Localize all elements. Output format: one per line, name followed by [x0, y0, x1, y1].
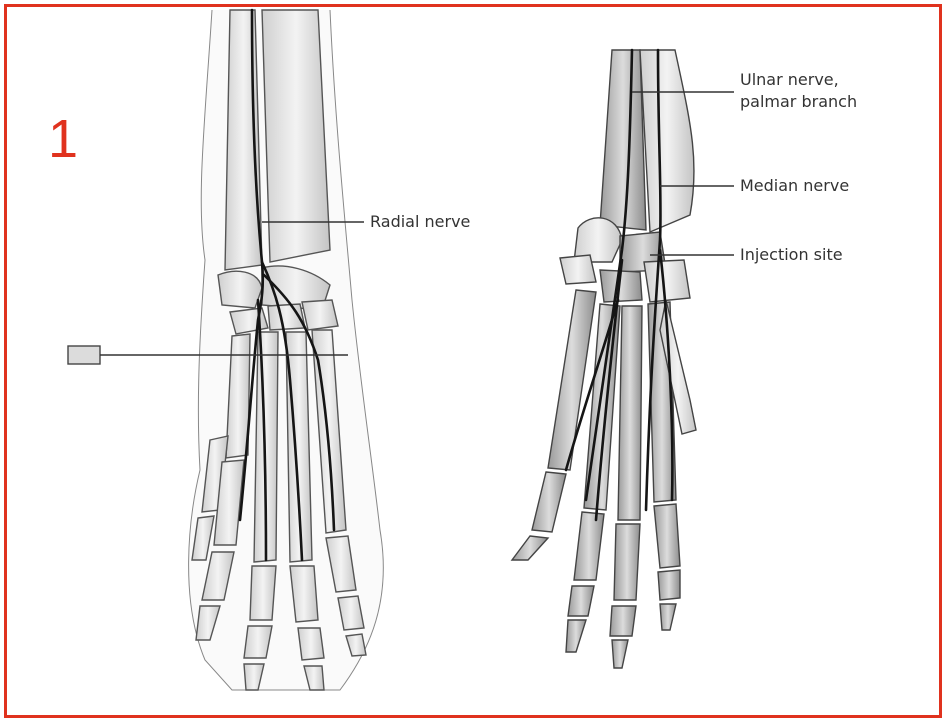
label-injection-site: Injection site — [740, 245, 843, 265]
label-median-nerve: Median nerve — [740, 176, 849, 196]
label-ulnar-nerve-line1: Ulnar nerve, — [740, 70, 839, 90]
label-radial-nerve: Radial nerve — [370, 212, 470, 232]
panel-number: 1 — [48, 112, 78, 166]
label-ulnar-nerve-line2: palmar branch — [740, 92, 857, 112]
